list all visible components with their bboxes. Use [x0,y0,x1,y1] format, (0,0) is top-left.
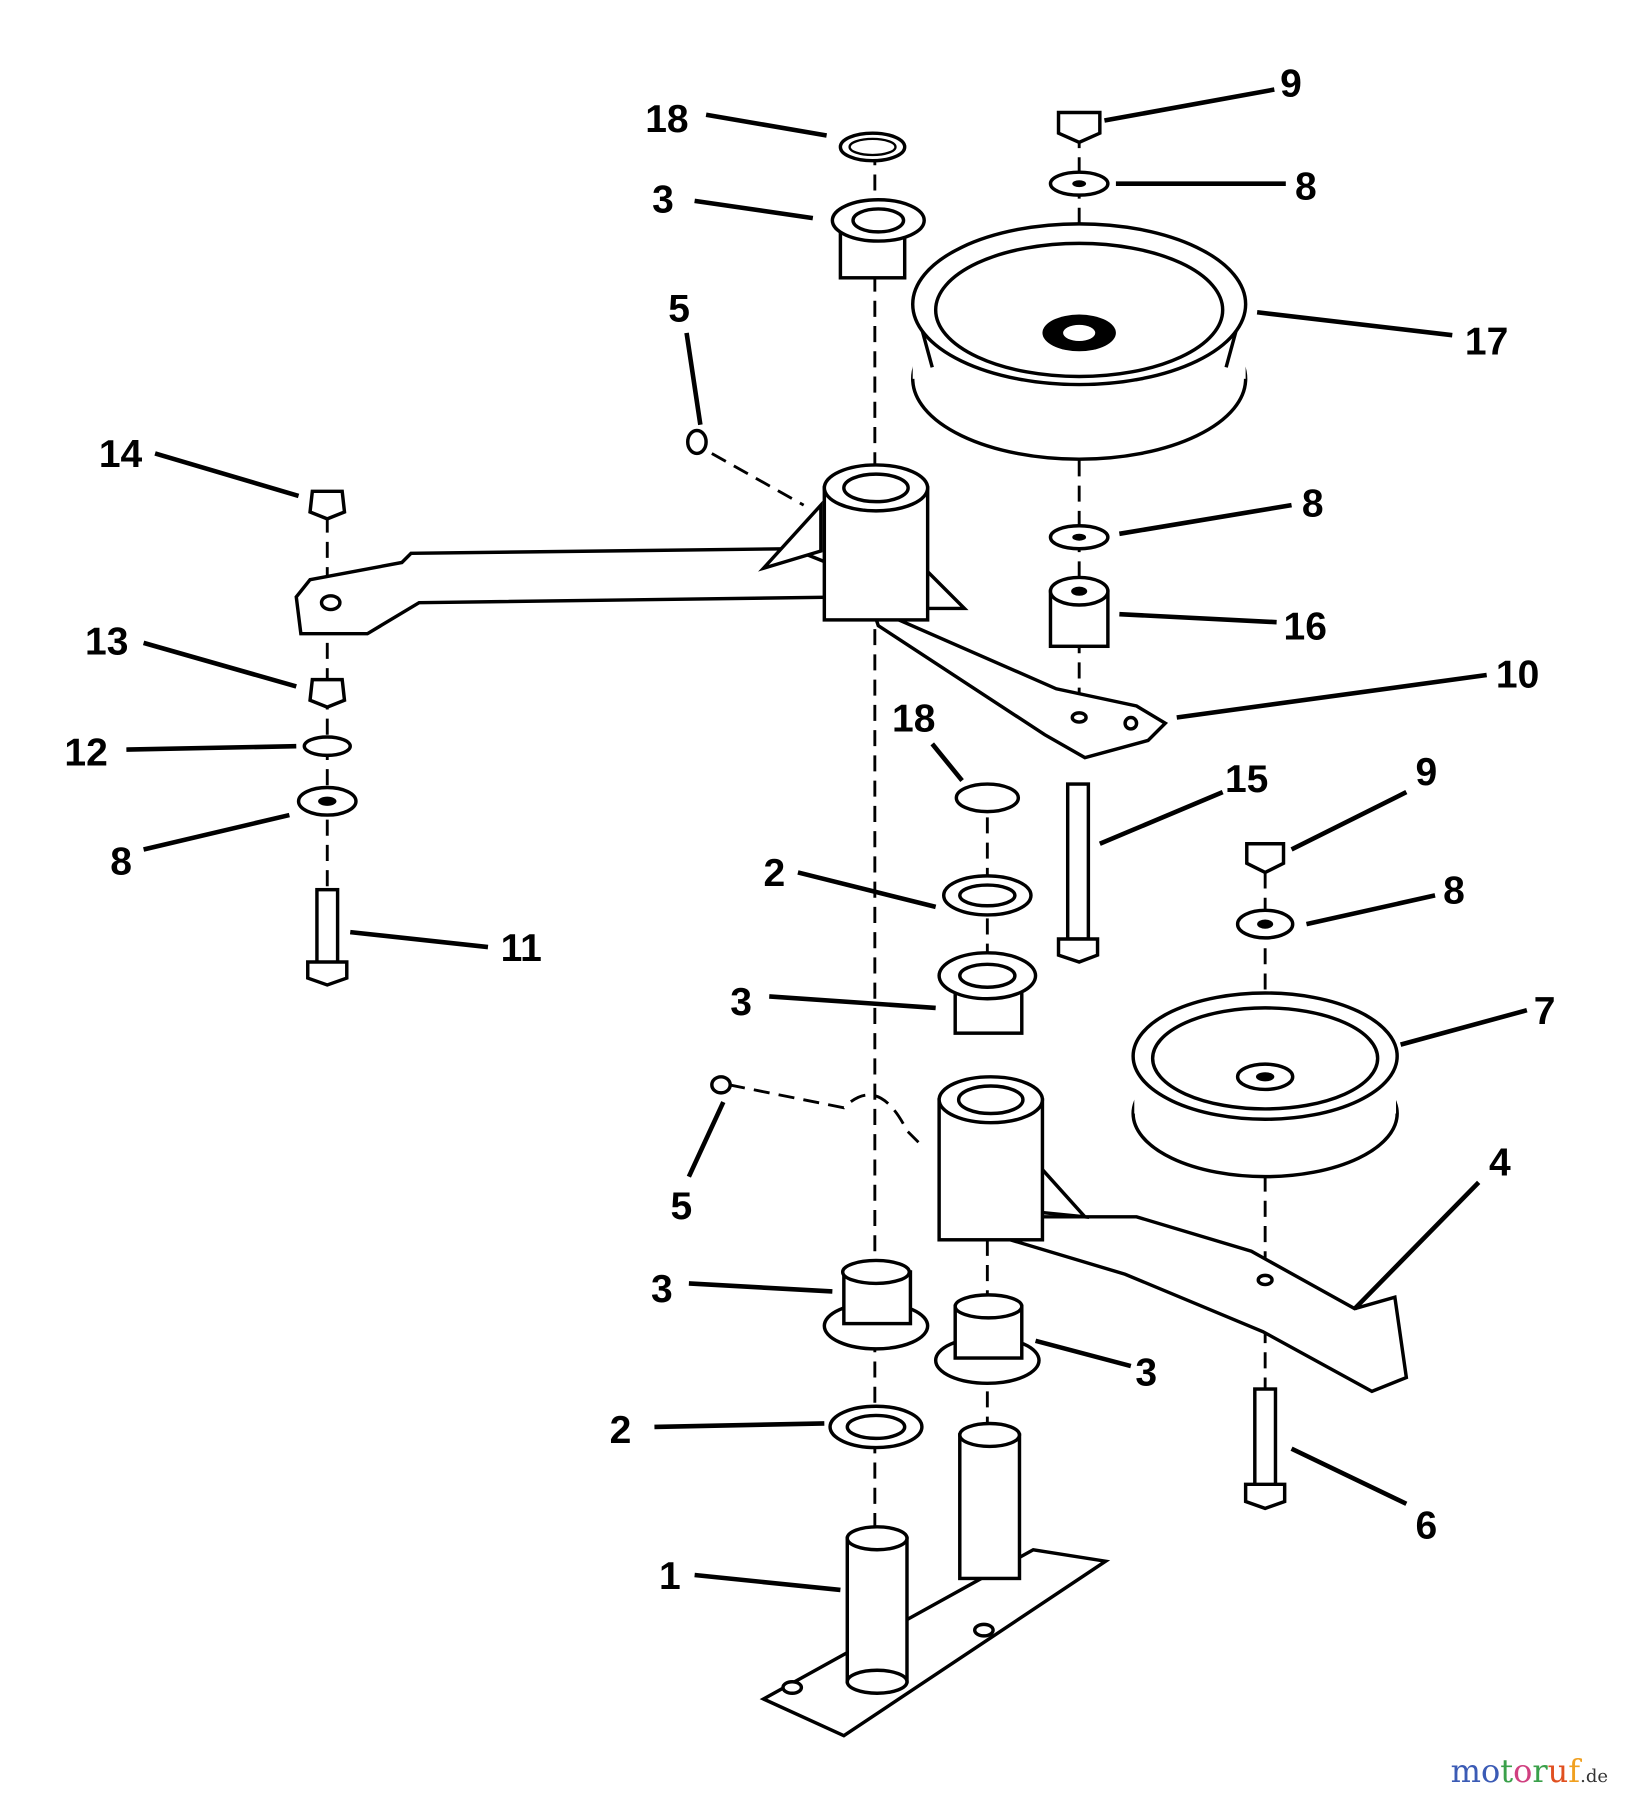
upper-idler-arm [294,463,1169,760]
callout-label: 8 [1302,483,1324,526]
callout-label: 12 [64,732,107,775]
callout-label: 16 [1284,605,1327,648]
callout-label: 3 [730,981,752,1024]
watermark-letter: r [1532,1752,1548,1790]
callout-label: 5 [671,1185,693,1228]
lower-idler-arm [937,991,1409,1511]
callout-label: 15 [1225,758,1268,801]
watermark-letter: t [1500,1752,1514,1790]
large-pulley [911,222,1248,461]
watermark-text: motoruf [1451,1752,1580,1790]
callout-label: 17 [1465,321,1508,364]
callout-label: 1 [659,1555,681,1598]
watermark-logo: motoruf.de [1451,1752,1608,1790]
leader-lines [126,87,1528,1593]
callout-label: 9 [1416,751,1438,794]
watermark-letter: o [1513,1752,1533,1790]
callout-label: 8 [1443,869,1465,912]
callout-label: 6 [1416,1504,1438,1547]
callout-label: 11 [501,927,542,970]
base-assembly [759,1258,1111,1738]
callout-label: 2 [610,1409,632,1452]
watermark-suffix: .de [1580,1766,1608,1787]
callout-label: 18 [892,697,935,740]
callout-label: 18 [645,98,688,141]
callout-labels: 9 18 8 3 5 17 14 8 16 13 10 18 12 9 15 8… [64,62,1555,1597]
callout-label: 10 [1496,654,1539,697]
callout-label: 3 [652,178,674,221]
callout-label: 5 [668,287,690,330]
callout-label: 7 [1534,990,1556,1033]
watermark-letter: u [1547,1752,1569,1790]
callout-label: 8 [1295,166,1317,209]
callout-label: 3 [651,1268,673,1311]
hardware [296,110,1295,1095]
watermark-letter: m [1450,1752,1481,1790]
callout-label: 2 [763,852,785,895]
watermark-letter: o [1480,1752,1501,1790]
callout-label: 3 [1135,1352,1157,1395]
callout-label: 4 [1489,1142,1511,1185]
callout-label: 13 [85,620,128,663]
callout-label: 9 [1280,62,1302,105]
watermark-letter: f [1568,1752,1581,1790]
callout-label: 8 [110,841,132,884]
callout-label: 14 [99,433,143,476]
